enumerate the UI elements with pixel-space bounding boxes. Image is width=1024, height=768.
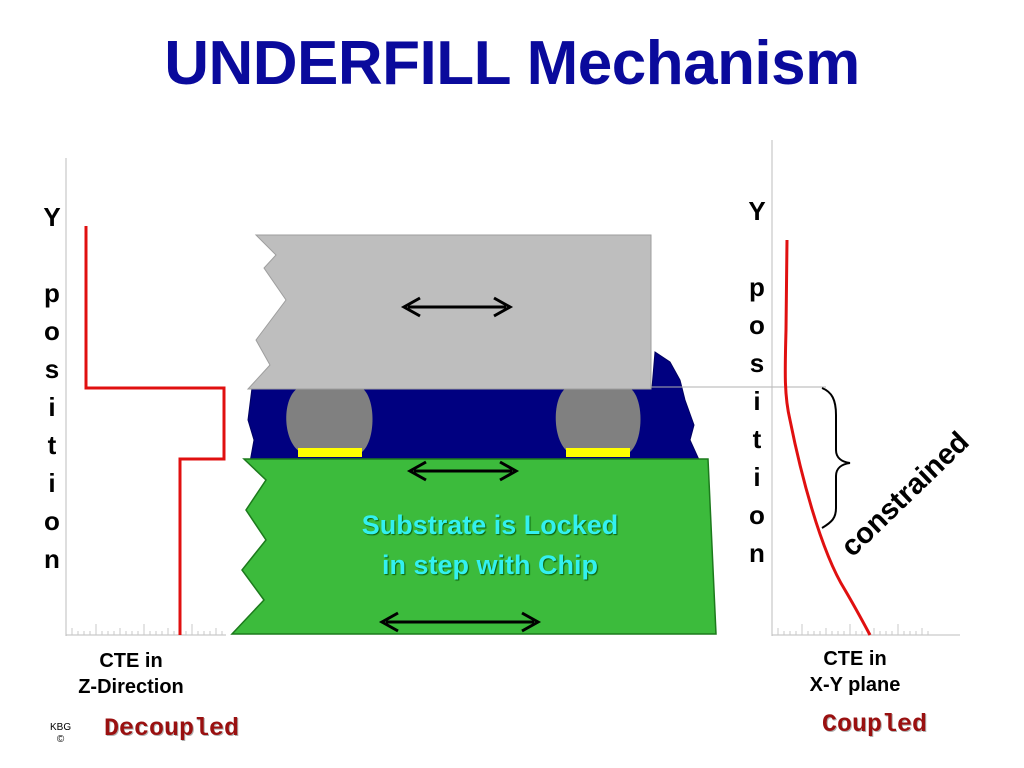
solder-bump-right: [555, 388, 641, 457]
credit: KBG©: [50, 722, 72, 745]
substrate: [230, 458, 717, 635]
pad-right: [566, 448, 630, 457]
left-cte-chart: [65, 158, 226, 636]
right-cte-chart: [771, 140, 960, 636]
left-cte-curve: [84, 226, 226, 635]
substrate-bottom-arrow: [378, 611, 542, 633]
substrate-top-arrow: [406, 460, 520, 482]
right-x-ticks: [777, 624, 929, 635]
solder-bump-left: [286, 388, 373, 457]
decoupled-label: Decoupled: [104, 714, 240, 743]
chip: [246, 234, 652, 390]
chip-expansion-arrow: [400, 296, 514, 318]
page-title: UNDERFILL Mechanism: [164, 29, 860, 98]
right-cte-curve: [783, 239, 872, 636]
constrained-brace: [821, 387, 851, 529]
pad-left: [298, 448, 362, 457]
coupled-label: Coupled: [822, 710, 928, 739]
left-x-ticks: [71, 624, 223, 635]
